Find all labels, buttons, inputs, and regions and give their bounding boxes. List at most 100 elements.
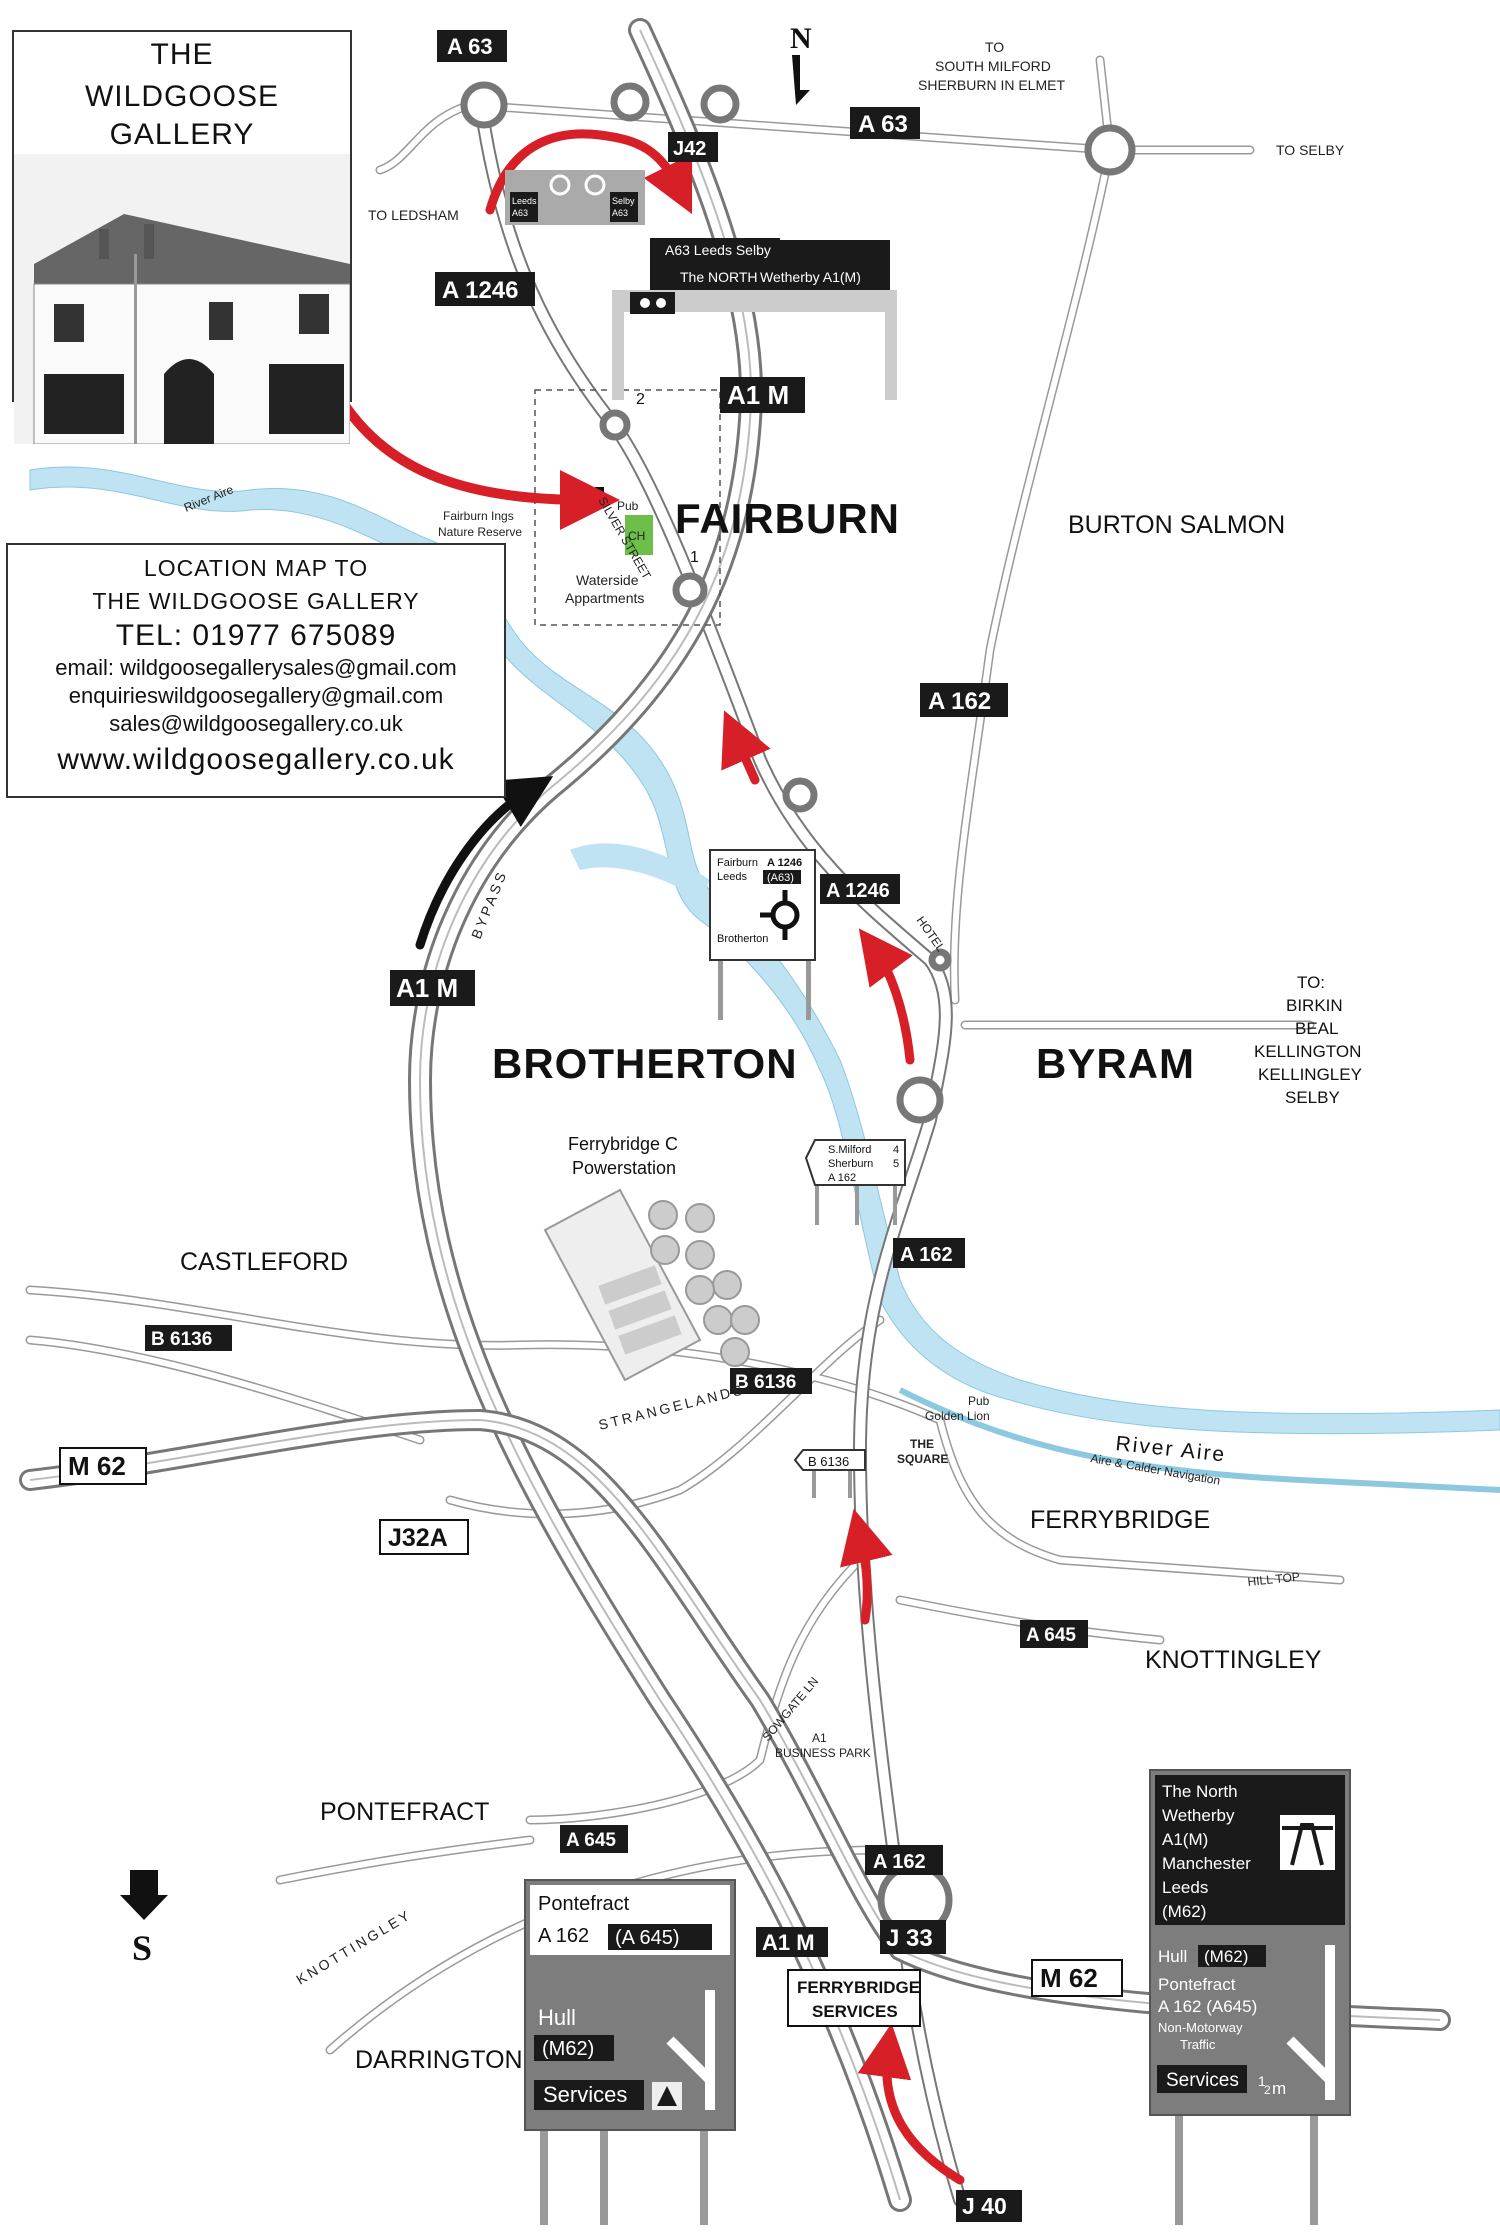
svg-text:(M62): (M62) (1204, 1947, 1248, 1966)
label-business-1: A1 (812, 1731, 827, 1745)
svg-text:Services: Services (1166, 2070, 1239, 2091)
label-pub: Pub (617, 499, 639, 513)
roundabout-diagram-sign: Leeds A63 Selby A63 (505, 170, 645, 225)
info-website-link[interactable]: www.wildgoosegallery.co.uk (57, 743, 455, 776)
svg-text:A 162 (A645): A 162 (A645) (1158, 1997, 1257, 2016)
label-m62-west: M 62 (68, 1451, 126, 1481)
svg-text:TO LEDSHAM: TO LEDSHAM (368, 207, 459, 223)
north-arrow-icon (792, 55, 810, 105)
label-ch: CH (628, 529, 645, 543)
label-pub-golden-2: Golden Lion (925, 1409, 990, 1423)
svg-text:A63: A63 (512, 208, 528, 218)
svg-text:(A 645): (A 645) (615, 1927, 679, 1949)
label-powerstation-1: Ferrybridge C (568, 1134, 678, 1154)
svg-text:(A63): (A63) (767, 872, 794, 884)
svg-text:2: 2 (1264, 2083, 1271, 2097)
label-hill-top: HILL TOP (1247, 1570, 1301, 1589)
compass: N S (120, 22, 812, 1968)
label-a162-north: A 162 (928, 688, 991, 715)
milford-direction-sign: S.Milford 4 Sherburn 5 A 162 (804, 1139, 906, 1225)
svg-text:BEAL: BEAL (1295, 1019, 1338, 1038)
label-nature-2: Nature Reserve (438, 525, 522, 539)
svg-text:SELBY: SELBY (1285, 1088, 1340, 1107)
svg-text:The North: The North (1162, 1782, 1238, 1801)
info-email-3[interactable]: sales@wildgoosegallery.co.uk (109, 711, 403, 736)
label-a63-east: A 63 (858, 111, 908, 138)
label-business-2: BUSINESS PARK (775, 1746, 871, 1760)
svg-text:Non-Motorway: Non-Motorway (1158, 2020, 1243, 2035)
label-a1246-south: A 1246 (826, 880, 890, 902)
church-area (625, 515, 653, 555)
svg-text:KELLINGTON: KELLINGTON (1254, 1042, 1361, 1061)
svg-text:B 6136: B 6136 (808, 1454, 849, 1469)
gallery-photo-card: THE WILDGOOSE GALLERY (12, 30, 352, 445)
svg-text:Traffic: Traffic (1180, 2037, 1216, 2052)
south-arrow-icon (120, 1870, 168, 1920)
svg-text:Brotherton: Brotherton (717, 933, 768, 945)
svg-text:m: m (1272, 2079, 1286, 2098)
label-pub-golden-1: Pub (968, 1394, 990, 1408)
svg-text:A 162: A 162 (538, 1925, 589, 1947)
place-knottingley: KNOTTINGLEY (1145, 1646, 1322, 1674)
marker-2: 2 (636, 391, 645, 408)
gantry-sign: A63 Leeds Selby The NORTH Wetherby A1(M) (612, 238, 897, 400)
svg-text:Hull: Hull (1158, 1947, 1187, 1966)
place-byram: BYRAM (1036, 1040, 1195, 1087)
gantry-main-1: The NORTH (680, 269, 758, 285)
info-email-1[interactable]: email: wildgoosegallerysales@gmail.com (55, 655, 457, 680)
info-email-2[interactable]: enquirieswildgoosegallery@gmail.com (68, 683, 444, 708)
svg-text:A 162: A 162 (828, 1172, 856, 1184)
gallery-title-line1: THE (150, 38, 214, 71)
bypass-arrow (415, 776, 554, 950)
label-j42: J42 (673, 138, 706, 160)
b6136-direction-sign: B 6136 (793, 1449, 866, 1498)
place-pontefract: PONTEFRACT (320, 1798, 489, 1826)
label-waterside-2: Appartments (565, 590, 644, 606)
label-the-square-2: SQUARE (897, 1452, 948, 1466)
info-telephone[interactable]: TEL: 01977 675089 (115, 619, 397, 652)
label-waterside-1: Waterside (576, 572, 639, 588)
gallery-building-photo (14, 154, 351, 445)
svg-text:TO SELBY: TO SELBY (1276, 142, 1345, 158)
label-nature-1: Fairburn Ings (443, 509, 514, 523)
place-castleford: CASTLEFORD (180, 1248, 348, 1276)
info-heading-1: LOCATION MAP TO (143, 555, 369, 581)
label-j32a: J32A (388, 1524, 448, 1552)
place-brotherton: BROTHERTON (492, 1040, 798, 1087)
svg-text:Sherburn: Sherburn (828, 1158, 873, 1170)
svg-text:Leeds: Leeds (717, 871, 747, 883)
place-fairburn: FAIRBURN (675, 495, 900, 542)
label-a645-east: A 645 (1026, 1625, 1076, 1646)
svg-text:(M62): (M62) (1162, 1902, 1206, 1921)
svg-text:(M62): (M62) (542, 2038, 594, 2060)
gantry-top-text: A63 Leeds Selby (665, 242, 771, 258)
svg-text:A63: A63 (612, 208, 628, 218)
road-labels-black: A 63 A 63 J42 A 1246 A1 M A 162 A 1246 A… (145, 30, 1088, 2222)
road-labels-white: M 62 J32A M 62 FERRYBRIDGE SERVICES (59, 1447, 1123, 2027)
power-station (543, 1188, 760, 1382)
roundabouts (460, 81, 1136, 1938)
info-heading-2: THE WILDGOOSE GALLERY (92, 588, 420, 614)
svg-text:Leeds: Leeds (1162, 1878, 1208, 1897)
place-ferrybridge: FERRYBRIDGE (1030, 1506, 1210, 1534)
svg-text:5: 5 (893, 1158, 899, 1170)
label-a1m-south: A1 M (762, 1930, 815, 1955)
svg-text:Pontefract: Pontefract (538, 1893, 630, 1915)
svg-text:Manchester: Manchester (1162, 1854, 1251, 1873)
svg-text:KELLINGLEY: KELLINGLEY (1258, 1065, 1362, 1084)
location-info-card: LOCATION MAP TO THE WILDGOOSE GALLERY TE… (6, 543, 506, 798)
inset-box (534, 389, 721, 626)
label-a162-mid: A 162 (900, 1244, 953, 1266)
place-darrington: DARRINGTON (355, 2046, 523, 2074)
gantry-main-2: Wetherby A1(M) (760, 269, 861, 285)
label-a1m-bypass: A1 M (396, 973, 458, 1003)
label-b6136-west: B 6136 (151, 1329, 212, 1350)
label-a1246-north: A 1246 (442, 277, 519, 304)
label-services-2: SERVICES (812, 2002, 898, 2021)
svg-text:Hull: Hull (538, 2005, 576, 2030)
svg-text:Leeds: Leeds (512, 196, 537, 206)
route-arrows (325, 129, 965, 2185)
svg-text:A 1246: A 1246 (767, 857, 802, 869)
svg-text:S.Milford: S.Milford (828, 1144, 871, 1156)
